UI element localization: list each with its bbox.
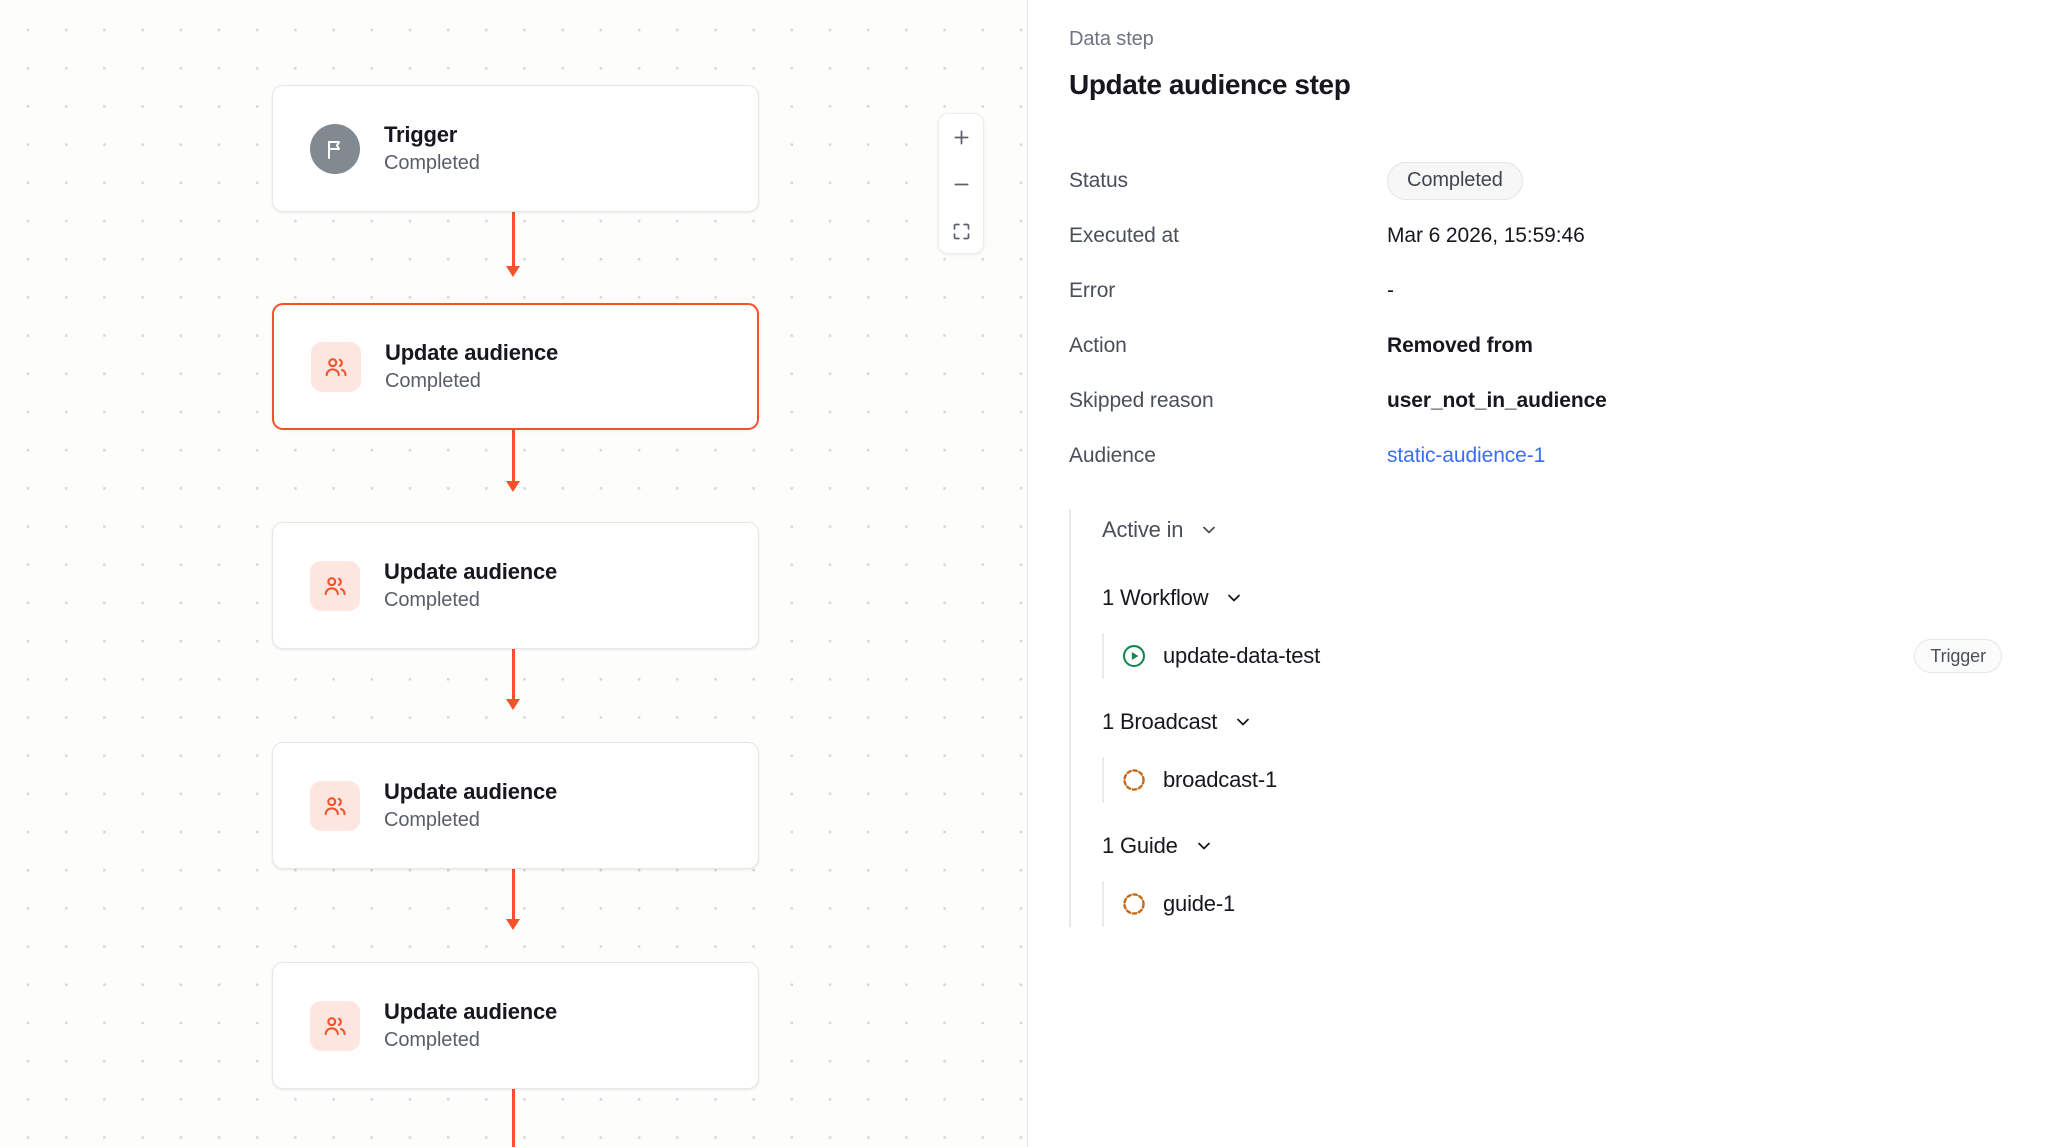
workflow-canvas[interactable]: Trigger Completed Update audience Comple (0, 0, 1028, 1147)
workflow-node-trigger[interactable]: Trigger Completed (272, 85, 759, 212)
connector-arrow (506, 919, 520, 930)
entity-name: broadcast-1 (1163, 767, 1277, 792)
flag-icon (310, 123, 360, 174)
workflow-node-update-audience[interactable]: Update audience Completed (272, 522, 759, 649)
node-status: Completed (384, 1029, 480, 1051)
connector-line (512, 427, 515, 484)
node-title: Update audience (384, 779, 558, 804)
users-icon (310, 780, 360, 831)
details-list: Status Completed Executed at Mar 6 2026,… (1069, 153, 2008, 483)
page-title: Update audience step (1069, 69, 1351, 100)
node-icon-wrap (310, 780, 360, 831)
group-label: 1 Workflow (1102, 585, 1209, 610)
node-title: Update audience (384, 999, 558, 1024)
node-status: Completed (384, 589, 480, 611)
dashed-circle-icon (1123, 893, 1145, 915)
detail-value: Mar 6 2026, 15:59:46 (1387, 223, 1585, 247)
detail-label: Action (1069, 333, 1127, 357)
group-toggle-workflow[interactable]: 1 Workflow (1102, 577, 1244, 619)
connector-line (512, 212, 515, 269)
detail-row-action: Action Removed from (1069, 318, 2008, 373)
chevron-down-icon (1197, 842, 1210, 850)
node-text: Update audience Completed (384, 559, 557, 612)
plus-icon (954, 130, 968, 145)
entity-name: guide-1 (1163, 891, 1235, 916)
node-text: Update audience Completed (385, 340, 558, 393)
detail-row-skipped-reason: Skipped reason user_not_in_audience (1069, 373, 2008, 428)
group-items: guide-1 (1102, 881, 2008, 927)
node-status: Completed (384, 809, 480, 831)
workflow-node-update-audience[interactable]: Update audience Completed (272, 742, 759, 869)
detail-label: Error (1069, 278, 1116, 302)
detail-row-executed-at: Executed at Mar 6 2026, 15:59:46 (1069, 208, 2008, 263)
active-in-group-broadcast: 1 Broadcast broadcast-1 (1102, 701, 2008, 803)
connector-line (512, 1087, 515, 1147)
node-title: Trigger (384, 122, 458, 147)
workflow-node-update-audience-selected[interactable]: Update audience Completed (272, 303, 759, 430)
active-in-label: Active in (1102, 517, 1184, 542)
group-items: update-data-test Trigger (1102, 633, 2008, 679)
chevron-down-icon (1237, 718, 1250, 726)
group-items: broadcast-1 (1102, 757, 2008, 803)
detail-row-status: Status Completed (1069, 153, 2008, 208)
node-status: Completed (385, 370, 481, 392)
active-in-toggle[interactable]: Active in (1102, 509, 1219, 551)
node-text: Trigger Completed (384, 122, 480, 175)
node-icon-wrap (310, 123, 360, 174)
zoom-in-button[interactable] (943, 121, 979, 154)
chevron-down-icon (1203, 526, 1216, 534)
users-icon (310, 560, 360, 611)
connector-arrow (506, 699, 520, 710)
detail-label: Status (1069, 168, 1128, 192)
node-title: Update audience (384, 559, 558, 584)
audience-link[interactable]: static-audience-1 (1387, 443, 1546, 467)
group-label: 1 Guide (1102, 833, 1178, 858)
node-text: Update audience Completed (384, 999, 557, 1052)
group-toggle-broadcast[interactable]: 1 Broadcast (1102, 701, 1253, 743)
node-icon-wrap (311, 341, 361, 392)
connector-line (512, 647, 515, 702)
zoom-out-button[interactable] (943, 168, 979, 201)
node-title: Update audience (385, 340, 559, 365)
fit-screen-icon (953, 223, 969, 240)
entity-name: update-data-test (1163, 643, 1321, 668)
users-icon (310, 1000, 360, 1051)
connector-line (512, 867, 515, 922)
detail-row-error: Error - (1069, 263, 2008, 318)
minus-icon (954, 183, 968, 186)
chevron-down-icon (1228, 594, 1241, 602)
group-toggle-guide[interactable]: 1 Guide (1102, 825, 1214, 867)
users-icon (311, 341, 361, 392)
detail-value: user_not_in_audience (1387, 388, 1607, 412)
status-badge: Completed (1387, 161, 1523, 200)
node-icon-wrap (310, 560, 360, 611)
group-label: 1 Broadcast (1102, 709, 1218, 734)
node-text: Update audience Completed (384, 779, 557, 832)
active-in-group-workflow: 1 Workflow update-data-test Trigger (1102, 577, 2008, 679)
node-icon-wrap (310, 1000, 360, 1051)
list-item-guide[interactable]: guide-1 (1121, 881, 2008, 927)
detail-row-audience: Audience static-audience-1 (1069, 428, 2008, 483)
active-in-group-guide: 1 Guide guide-1 (1102, 825, 2008, 927)
list-item-workflow[interactable]: update-data-test Trigger (1121, 633, 2008, 679)
zoom-controls (938, 113, 984, 254)
active-in-section: Active in 1 Workflow (1069, 509, 2008, 927)
detail-label: Executed at (1069, 223, 1179, 247)
detail-value: Removed from (1387, 333, 1533, 357)
workflow-node-update-audience[interactable]: Update audience Completed (272, 962, 759, 1089)
panel-eyebrow: Data step (1069, 28, 1154, 50)
detail-value: - (1387, 278, 1394, 302)
dashed-circle-icon (1123, 769, 1145, 791)
node-status: Completed (384, 152, 480, 174)
connector-arrow (506, 266, 520, 277)
fit-view-button[interactable] (943, 215, 979, 248)
list-item-broadcast[interactable]: broadcast-1 (1121, 757, 2008, 803)
detail-label: Skipped reason (1069, 388, 1214, 412)
play-circle-icon (1123, 645, 1145, 667)
connector-arrow (506, 481, 520, 492)
entity-badge-trigger: Trigger (1914, 639, 2002, 673)
details-panel: Data step Update audience step Status Co… (1028, 0, 2048, 1147)
detail-label: Audience (1069, 443, 1156, 467)
